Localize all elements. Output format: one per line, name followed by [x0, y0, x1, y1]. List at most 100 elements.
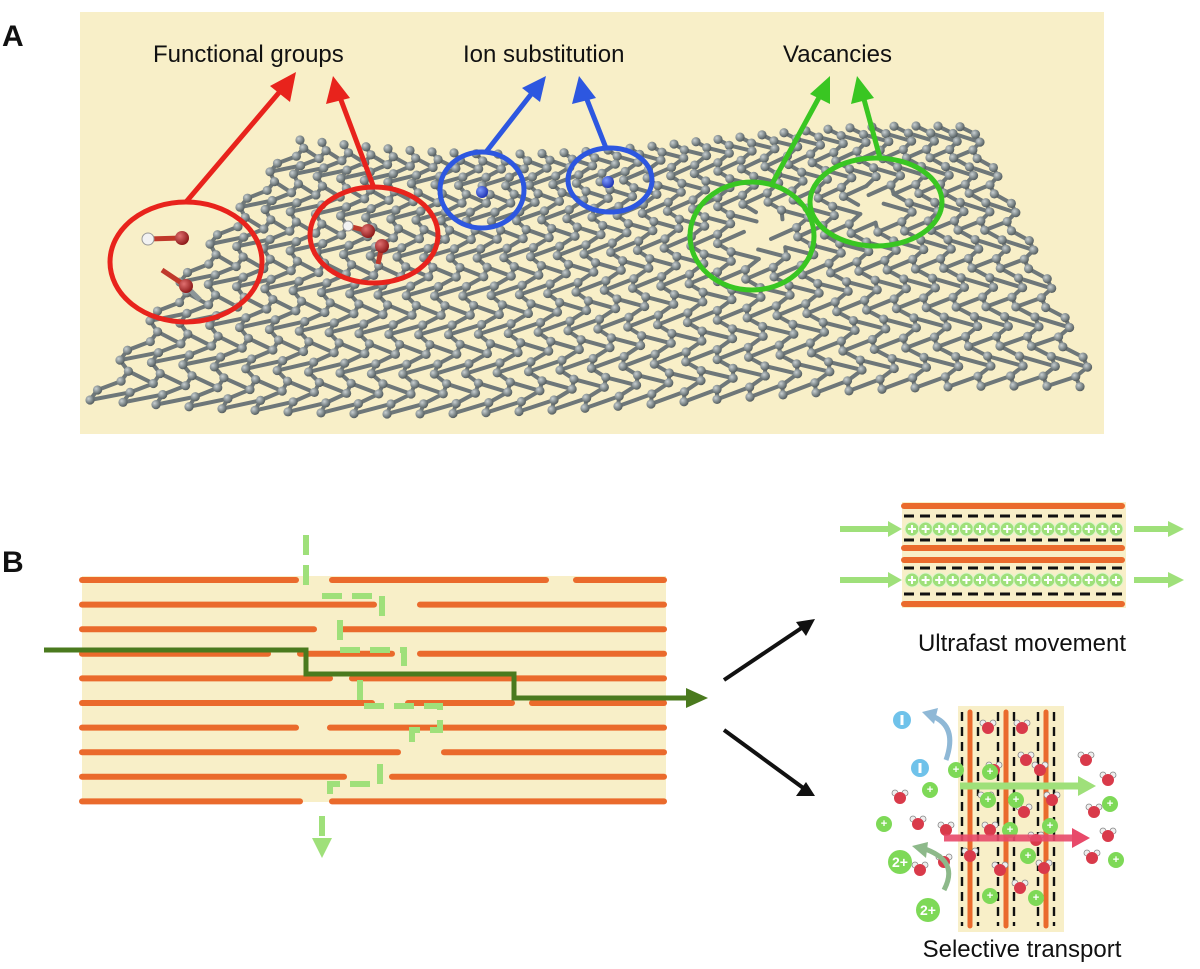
- vacancy-arrowhead-1: [810, 76, 830, 104]
- ion-substitution-circle-1: [437, 149, 527, 231]
- cation: +: [876, 816, 892, 832]
- hydroxyl-group-1: [141, 231, 189, 246]
- svg-text:+: +: [1107, 798, 1114, 810]
- water-molecule: [1017, 751, 1035, 766]
- ultrafast-inset: [840, 502, 1184, 608]
- functional-group-markers: [107, 72, 441, 325]
- cation: +: [922, 782, 938, 798]
- water-molecule: [911, 861, 929, 876]
- panel-a-letter: A: [2, 20, 24, 53]
- water-molecule: [937, 821, 955, 836]
- divalent-cation: 2+: [888, 850, 912, 874]
- cation: +: [948, 762, 964, 778]
- cation: +: [1042, 818, 1058, 834]
- water-molecule: [991, 861, 1009, 876]
- water-molecule: [1099, 771, 1117, 786]
- hydroxyl-group-3: [342, 220, 375, 238]
- vacancy-arrow-2: [859, 91, 883, 159]
- ion-substitution-circle-2: [565, 145, 655, 215]
- label-vacancies: Vacancies: [783, 41, 892, 68]
- panel-b-letter: B: [2, 546, 24, 579]
- label-ion-substitution: Ion substitution: [463, 41, 624, 68]
- arrow-to-ultrafast: [722, 623, 808, 682]
- horizontal-dark-path: [44, 647, 690, 701]
- water-molecule: [1085, 803, 1103, 818]
- selective-inset: + + + + + + + + + + + + +2+ 2+: [876, 706, 1124, 932]
- label-selective-transport: Selective transport: [923, 936, 1122, 963]
- selective-ions: + + + + + + + + + + + + +2+ 2+: [876, 711, 1124, 922]
- svg-text:+: +: [927, 784, 934, 796]
- vacancy-circle-2: [807, 155, 945, 249]
- substituted-atom-2: [602, 176, 614, 188]
- water-molecule: [1031, 761, 1049, 776]
- functional-group-arrowhead-1: [270, 72, 296, 102]
- selective-walls: [960, 709, 1056, 929]
- stack-background: [82, 576, 666, 802]
- svg-text:+: +: [953, 764, 960, 776]
- water-molecule: [961, 847, 979, 862]
- cation: +: [982, 764, 998, 780]
- svg-text:2+: 2+: [920, 902, 936, 918]
- nanosheet-stack: [44, 535, 708, 858]
- water-molecule: [1099, 827, 1117, 842]
- water-molecule: [1077, 751, 1095, 766]
- anion-rejection-arrow: [930, 713, 953, 761]
- cation: +: [1002, 822, 1018, 838]
- cation: +: [1102, 796, 1118, 812]
- arrow-to-selective: [722, 728, 808, 792]
- svg-text:+: +: [1033, 892, 1040, 904]
- svg-text:+: +: [1025, 850, 1032, 862]
- cation: +: [1008, 792, 1024, 808]
- svg-text:+: +: [1047, 820, 1054, 832]
- arrowhead-to-selective: [796, 782, 815, 796]
- label-ultrafast-movement: Ultrafast movement: [918, 630, 1126, 657]
- anion: [911, 759, 929, 777]
- vertical-path-arrowhead: [312, 838, 332, 858]
- arrowhead-to-ultrafast: [796, 619, 815, 636]
- vacancy-arrow-1: [769, 90, 825, 186]
- ion-substitution-markers: [437, 76, 655, 231]
- svg-text:+: +: [987, 890, 994, 902]
- water-molecule: [1043, 791, 1061, 806]
- functional-group-arrow-2: [335, 91, 377, 189]
- water-molecule: [1083, 849, 1101, 864]
- functional-group-arrowhead-2: [326, 76, 350, 104]
- hydroxyl-group-4: [375, 239, 389, 265]
- vacancy-circle-1: [687, 179, 817, 293]
- ultrafast-cation-row-2: [904, 572, 1124, 588]
- cation: +: [1020, 848, 1036, 864]
- water-molecule: [909, 815, 927, 830]
- water-molecule: [891, 789, 909, 804]
- water-molecule: [1035, 859, 1053, 874]
- ion-substitution-arrow-2: [581, 91, 609, 149]
- svg-text:2+: 2+: [892, 854, 908, 870]
- cation: +: [1108, 852, 1124, 868]
- hydroxyl-group-2: [160, 267, 202, 302]
- divalent-cation: 2+: [916, 898, 940, 922]
- ion-substitution-arrow-1: [484, 86, 538, 154]
- water-molecule: [981, 821, 999, 836]
- ion-substitution-arrowhead-1: [522, 76, 546, 102]
- vacancy-markers: [687, 76, 945, 293]
- svg-text:+: +: [985, 794, 992, 806]
- substituted-atom-1: [476, 186, 488, 198]
- cation: +: [980, 792, 996, 808]
- vacancy-arrowhead-2: [851, 76, 874, 104]
- water-molecule: [979, 719, 997, 734]
- svg-text:+: +: [1113, 854, 1120, 866]
- divalent-rejection-arrow: [921, 845, 952, 892]
- water-molecule: [1013, 719, 1031, 734]
- label-functional-groups: Functional groups: [153, 41, 344, 68]
- vertical-light-path: [303, 535, 443, 840]
- cation: +: [1028, 890, 1044, 906]
- functional-group-arrow-1: [184, 80, 290, 204]
- ultrafast-background: [902, 502, 1126, 608]
- cation: +: [982, 888, 998, 904]
- anion: [893, 711, 911, 729]
- stack-sheets: [79, 577, 667, 805]
- svg-text:+: +: [1007, 824, 1014, 836]
- svg-text:+: +: [881, 818, 888, 830]
- svg-text:+: +: [987, 766, 994, 778]
- horizontal-path-arrowhead: [686, 688, 708, 708]
